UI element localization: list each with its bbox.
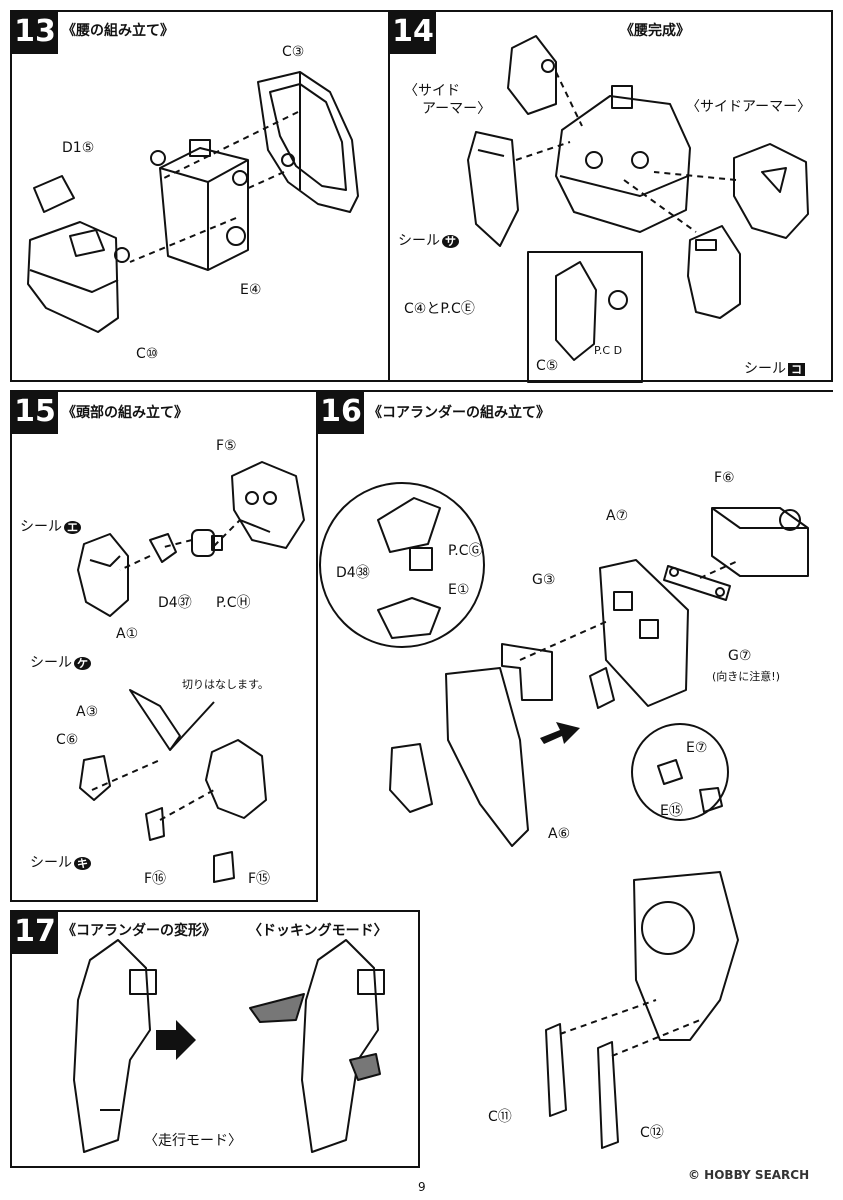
small-part-d1 xyxy=(33,175,75,213)
eye-part-d4-37 xyxy=(149,533,177,563)
part-label-c6: C⑥ xyxy=(56,732,79,748)
seal-label-e: シールエ xyxy=(20,516,81,536)
seal-ke-badge: ケ xyxy=(74,657,91,670)
part-label-c11: C⑪ xyxy=(488,1109,512,1125)
detail-circle-e7 xyxy=(631,723,729,821)
part-label-a6: A⑥ xyxy=(548,826,571,842)
seal-label-sa: シールサ xyxy=(398,230,459,250)
part-f6 xyxy=(711,507,809,577)
page-number: 9 xyxy=(418,1180,426,1194)
part-label-c3: C③ xyxy=(282,44,305,60)
part-label-pcg: P.CⒼ xyxy=(448,543,483,559)
run-mode-label: 〈走行モード〉 xyxy=(144,1133,242,1149)
part-label-g7: G⑦ xyxy=(728,648,752,664)
step-title-14: 《腰完成》 xyxy=(620,23,690,39)
part-label-e7: E⑦ xyxy=(686,740,708,756)
part-label-f16: F⑯ xyxy=(144,871,167,887)
side-armor-top xyxy=(507,35,557,115)
part-label-a3: A③ xyxy=(76,704,99,720)
seal-ki-badge: キ xyxy=(74,857,91,870)
detail-box-c5 xyxy=(527,251,643,383)
part-label-f5: F⑤ xyxy=(216,438,237,454)
part-label-c5: C⑤ xyxy=(536,358,559,374)
part-label-c4-pce: C④とP.CⒺ xyxy=(404,301,475,317)
seal-ko-badge: コ xyxy=(788,363,805,376)
step-title-15: 《頭部の組み立て》 xyxy=(62,405,188,421)
seal-label-ke: シールケ xyxy=(30,652,91,672)
step-number-17: 17 xyxy=(12,912,58,954)
bracket-g3 xyxy=(501,643,553,701)
part-label-c12: C⑫ xyxy=(640,1125,664,1141)
part-label-d4-37: D4㊲ xyxy=(158,595,192,611)
step-number-16: 16 xyxy=(318,392,364,434)
step-number-15: 15 xyxy=(12,392,58,434)
head-back-f5 xyxy=(231,461,305,549)
seal-e-badge: エ xyxy=(64,521,81,534)
part-label-pcd: P.C D xyxy=(594,344,623,357)
side-armor-label-1: 〈サイド xyxy=(404,83,460,99)
link-g7 xyxy=(663,565,731,601)
docking-mode-label: 〈ドッキングモード〉 xyxy=(248,923,388,939)
coralander-docking-mode xyxy=(249,939,385,1153)
orientation-note: (向きに注意!) xyxy=(712,670,780,683)
part-label-f15: F⑮ xyxy=(248,871,271,887)
seal-sa-badge: サ xyxy=(442,235,459,248)
frame-body-a7 xyxy=(599,559,689,707)
part-label-d4-38: D4㊳ xyxy=(336,565,370,581)
part-label-e15: E⑮ xyxy=(660,803,683,819)
watermark: © HOBBY SEARCH xyxy=(688,1168,810,1182)
step-title-16: 《コアランダーの組み立て》 xyxy=(368,405,550,421)
polycap-h xyxy=(191,529,223,557)
part-label-pch: P.CⒽ xyxy=(216,595,251,611)
side-armor-label-2: アーマー〉 xyxy=(422,101,492,117)
detail-circle-d4 xyxy=(319,482,485,648)
side-part-c10 xyxy=(27,221,130,333)
coralander-run-mode xyxy=(73,939,157,1153)
step-16-panel xyxy=(316,390,833,860)
part-label-a7: A⑦ xyxy=(606,508,629,524)
waist-back-plate-c3 xyxy=(257,71,359,213)
main-body-a6 xyxy=(389,667,529,847)
side-armor-left xyxy=(467,131,519,247)
side-armor-right-label: 〈サイドアーマー〉 xyxy=(686,99,812,115)
waist-complete-assembly xyxy=(555,85,691,233)
part-label-e1: E① xyxy=(448,582,470,598)
joint-part xyxy=(589,667,615,709)
seal-label-ki: シールキ xyxy=(30,852,91,872)
step-17-panel xyxy=(10,910,420,1168)
step-title-13: 《腰の組み立て》 xyxy=(62,23,174,39)
step-title-17: 《コアランダーの変形》 xyxy=(62,923,216,939)
step-number-13: 13 xyxy=(12,12,58,54)
head-side-assembly xyxy=(79,689,267,883)
seal-label-ko: シールコ xyxy=(744,358,805,378)
side-armor-lower-right xyxy=(687,225,741,319)
head-front-a1 xyxy=(77,533,129,617)
waist-center-e4 xyxy=(150,139,295,271)
side-armor-right xyxy=(733,143,809,239)
part-label-a1: A① xyxy=(116,626,139,642)
part-label-c10: C⑩ xyxy=(136,346,159,362)
part-label-d1-5: D1⑤ xyxy=(62,140,95,156)
part-label-f6: F⑥ xyxy=(714,470,735,486)
part-label-e4: E④ xyxy=(240,282,262,298)
part-label-g3: G③ xyxy=(532,572,556,588)
cut-off-note: 切りはなします。 xyxy=(182,678,269,691)
docked-assembly xyxy=(545,871,739,1149)
step-number-14: 14 xyxy=(390,12,436,54)
